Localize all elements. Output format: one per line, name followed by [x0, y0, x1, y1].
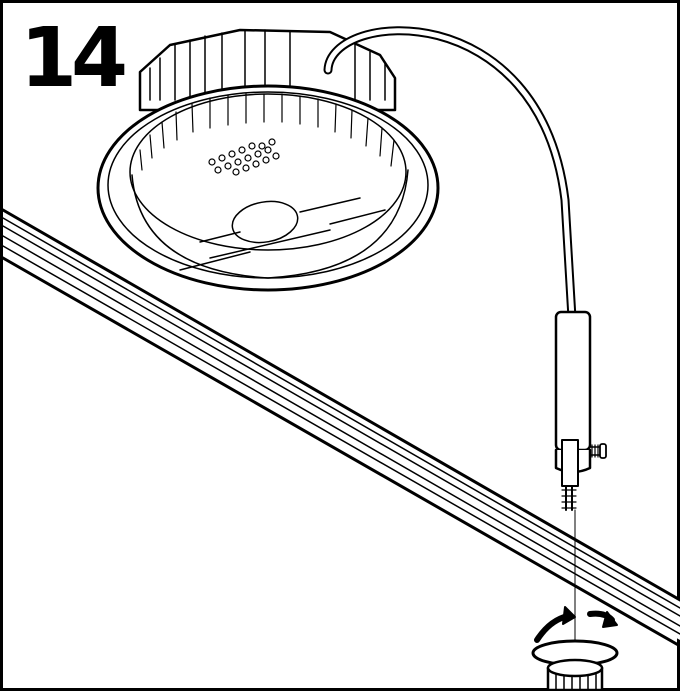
- cable-clamp-icon: [554, 310, 592, 641]
- recessed-light-fixture-icon: [96, 28, 440, 292]
- knurled-nut-icon: [546, 658, 604, 691]
- power-cable-icon: [323, 26, 577, 323]
- set-screw-icon: [589, 443, 607, 459]
- step-number: 14: [20, 11, 128, 106]
- track-rail-icon: [1, 208, 680, 648]
